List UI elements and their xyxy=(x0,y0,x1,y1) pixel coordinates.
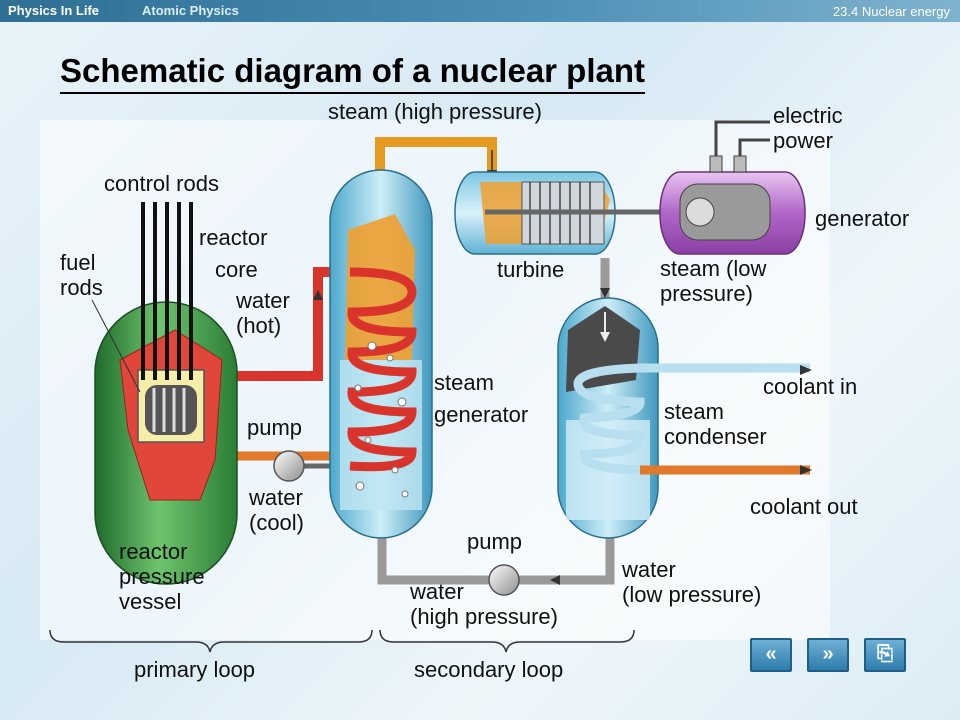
label-water-low-1: water xyxy=(622,557,676,582)
label-coolant-out: coolant out xyxy=(750,494,858,519)
label-water-high-1: water xyxy=(410,579,464,604)
primary-loop-brace xyxy=(49,629,373,653)
label-primary-loop: primary loop xyxy=(134,657,256,682)
label-steam-gen-2: generator xyxy=(434,402,529,427)
label-pump-secondary: pump xyxy=(467,529,523,554)
label-steam-high-pressure: steam (high pressure) xyxy=(328,99,542,124)
coolant-out-arrowhead xyxy=(800,465,812,475)
low-steam-arrowhead xyxy=(600,288,610,298)
label-water-hot-1: water xyxy=(236,288,290,313)
label-coolant-in: coolant in xyxy=(763,374,858,399)
secondary-pump-arrowhead xyxy=(550,575,560,585)
label-water-high-2: (high pressure) xyxy=(410,604,558,629)
label-reactor: reactor xyxy=(199,225,268,250)
label-turbine: turbine xyxy=(497,257,565,282)
exit-button[interactable]: ⎘ xyxy=(864,638,906,672)
terminal-1 xyxy=(709,155,723,173)
secondary-loop-brace xyxy=(379,629,635,653)
label-water-cool-2: (cool) xyxy=(249,510,305,535)
steam-bubbles xyxy=(354,341,409,498)
chapter-label: 23.4 Nuclear energy xyxy=(832,4,950,19)
label-steam-condenser-1: steam xyxy=(664,399,724,424)
page-title: Schematic diagram of a nuclear plant xyxy=(60,52,646,94)
label-reactor-vessel-3: vessel xyxy=(119,589,182,614)
brand-label: Physics In Life xyxy=(8,3,100,18)
label-secondary-loop: secondary loop xyxy=(414,657,564,682)
label-control-rods: control rods xyxy=(104,171,219,196)
label-pump-primary: pump xyxy=(247,415,303,440)
next-slide-button[interactable]: » xyxy=(807,638,849,672)
label-reactor-vessel-2: pressure xyxy=(119,564,205,589)
label-rods: rods xyxy=(60,275,103,300)
label-water-hot-2: (hot) xyxy=(236,313,282,338)
label-core: core xyxy=(215,257,258,282)
prev-slide-button[interactable]: « xyxy=(750,638,792,672)
coolant-coil xyxy=(573,363,810,475)
label-water-low-2: (low pressure) xyxy=(622,582,762,607)
top-bar: Physics In Life Atomic Physics 23.4 Nucl… xyxy=(0,0,960,22)
secondary-pump xyxy=(488,564,520,596)
label-steam-condenser-2: condenser xyxy=(664,424,767,449)
label-water-cool-1: water xyxy=(249,485,303,510)
fuel-rods-pointer xyxy=(91,299,141,393)
label-steam-low-2: pressure) xyxy=(660,281,753,306)
fuel-rods-group xyxy=(152,388,186,432)
label-reactor-vessel-1: reactor xyxy=(119,539,188,564)
label-power: power xyxy=(773,128,833,153)
heating-coil xyxy=(347,267,417,472)
generator-end xyxy=(685,197,715,227)
label-steam-gen-1: steam xyxy=(434,370,494,395)
label-generator: generator xyxy=(815,206,910,231)
label-steam-low-1: steam (low xyxy=(660,256,767,281)
coolant-in-arrowhead xyxy=(800,365,812,375)
hot-water-arrowhead xyxy=(313,290,323,300)
primary-pump xyxy=(273,450,305,482)
condenser-arrowhead xyxy=(600,332,610,342)
label-fuel: fuel xyxy=(60,250,96,275)
section-label: Atomic Physics xyxy=(142,3,239,18)
terminal-2 xyxy=(733,155,747,173)
label-electric: electric xyxy=(773,103,843,128)
control-rods-group xyxy=(141,202,193,380)
